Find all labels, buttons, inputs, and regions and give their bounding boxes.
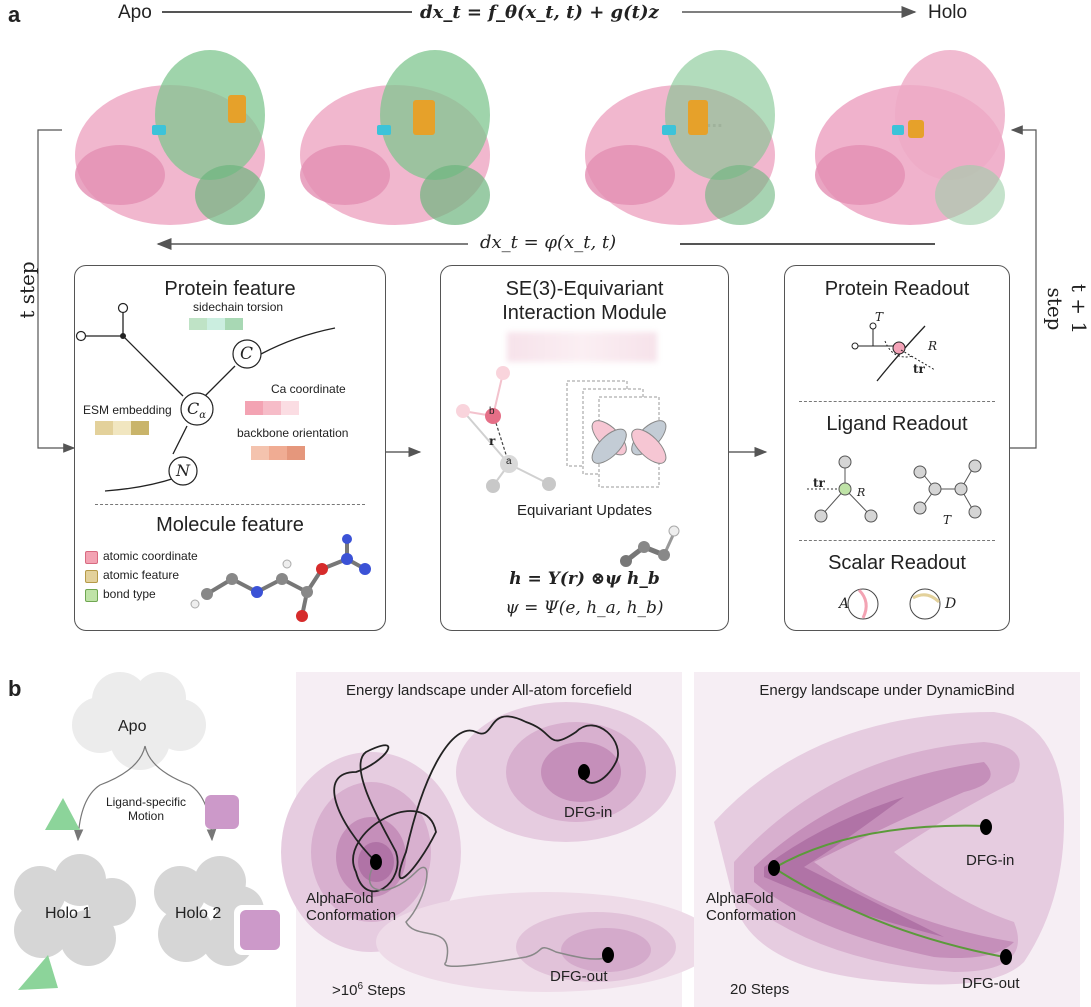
ca-coordinate-label: Ca coordinate [271, 382, 346, 396]
vector-r: r [489, 434, 496, 448]
protein-feature-title: Protein feature [164, 278, 296, 300]
feature-divider [95, 504, 365, 505]
legend-bond-type-swatch [85, 589, 98, 602]
protein-structure-1 [75, 50, 265, 225]
ligand-readout-R: R [857, 486, 866, 499]
molecule-ball-stick [190, 534, 371, 622]
protein-readout-T: T [875, 310, 884, 324]
panel-a-letter: a [8, 2, 21, 27]
landscape-dynamicbind-contours [714, 712, 1064, 985]
holo-label: Holo [928, 2, 968, 23]
node-a: a [506, 456, 512, 467]
motion-schematic [14, 672, 284, 990]
esm-embedding-label: ESM embedding [83, 403, 172, 417]
landscape-dynamicbind: Energy landscape under DynamicBind Alpha… [694, 672, 1080, 1007]
landscape-forcefield: Energy landscape under All-atom forcefie… [281, 672, 716, 1007]
forward-equation: dx_t = f_θ(x_t, t) + g(t)z [420, 2, 659, 23]
ligand-readout-diagram [807, 455, 982, 523]
node-c: C [240, 344, 254, 364]
landscape-forcefield-dfg-in: DFG-in [564, 804, 613, 821]
legend-atomic-coordinate-swatch [85, 551, 98, 564]
landscape-forcefield-contours [281, 702, 716, 992]
landscape-forcefield-dfg-out: DFG-out [550, 968, 608, 985]
scalar-A: A [839, 596, 850, 612]
update-equation-psi: ψ = Ψ(e, h_a, h_b) [505, 598, 664, 618]
protein-readout-diagram [851, 322, 936, 382]
node-ca: Cα [187, 399, 207, 422]
reverse-equation: dx_t = φ(x_t, t) [480, 232, 617, 253]
readout-box: Protein Readout T R tr Ligand Readout t [784, 265, 1010, 631]
sidechain-torsion-label: sidechain torsion [193, 300, 284, 314]
molecule-feature-title: Molecule feature [156, 514, 304, 536]
node-b: b [489, 406, 495, 417]
protein-structure-3 [585, 50, 775, 225]
landscape-dynamicbind-dfg-out: DFG-out [962, 975, 1020, 992]
square-ligand [205, 795, 239, 829]
scalar-readout-title: Scalar Readout [828, 552, 966, 574]
holo2-cloud [154, 856, 264, 966]
t-plus-1-step-label: t + 1 step [1043, 283, 1091, 335]
protein-structures [75, 50, 1005, 225]
t-step-label: t step [15, 261, 39, 319]
blurred-surface [507, 332, 657, 362]
node-n: N [176, 461, 190, 480]
small-molecule-icon [620, 525, 680, 567]
protein-readout-tr: tr [913, 362, 925, 376]
legend-atomic-feature-swatch [85, 570, 98, 583]
protein-readout-title: Protein Readout [824, 278, 970, 300]
apo-label: Apo [118, 2, 152, 23]
protein-graph [75, 302, 336, 492]
panel-b-letter: b [8, 676, 22, 701]
interaction-graph [456, 366, 667, 493]
landscape-forcefield-steps: >106 Steps [332, 981, 406, 999]
interaction-box: SE(3)-Equivariant Interaction Module b a… [440, 265, 729, 631]
update-equation-h: h = Y(r) ⊗ψ h_b [509, 569, 660, 589]
protein-readout-R: R [928, 339, 938, 353]
feature-box: Protein feature sidechain torsion Ca coo… [74, 265, 386, 631]
legend-bond-type: bond type [103, 587, 156, 601]
landscape-forcefield-title: Energy landscape under All-atom forcefie… [346, 682, 632, 699]
readout-divider-2 [799, 540, 995, 541]
apo-cloud [72, 672, 206, 770]
scalar-D: D [945, 596, 957, 612]
backbone-orientation-label: backbone orientation [237, 426, 349, 440]
ligand-readout-tr: tr [813, 476, 825, 490]
readout-divider-1 [799, 401, 995, 402]
holo1-label: Holo 1 [45, 905, 92, 922]
scalar-readout-diagram [847, 588, 941, 620]
ligand-readout-T: T [943, 513, 952, 527]
landscape-dynamicbind-steps: 20 Steps [730, 981, 790, 998]
landscape-dynamicbind-title: Energy landscape under DynamicBind [759, 682, 1015, 699]
equivariant-updates-label: Equivariant Updates [516, 502, 653, 519]
apo-cloud-label: Apo [118, 718, 147, 735]
landscape-dynamicbind-dfg-in: DFG-in [966, 852, 1015, 869]
protein-structure-4 [815, 50, 1005, 225]
protein-structure-2 [300, 50, 490, 225]
ligand-readout-title: Ligand Readout [826, 413, 968, 435]
holo2-label: Holo 2 [175, 905, 222, 922]
legend-atomic-coordinate: atomic coordinate [103, 549, 198, 563]
interaction-title-2: Interaction Module [502, 302, 667, 324]
legend-atomic-feature: atomic feature [103, 568, 180, 582]
triangle-ligand [45, 798, 80, 830]
panel-a-arrows [37, 6, 1037, 458]
interaction-title-1: SE(3)-Equivariant [505, 278, 664, 300]
holo1-cloud [14, 854, 136, 966]
